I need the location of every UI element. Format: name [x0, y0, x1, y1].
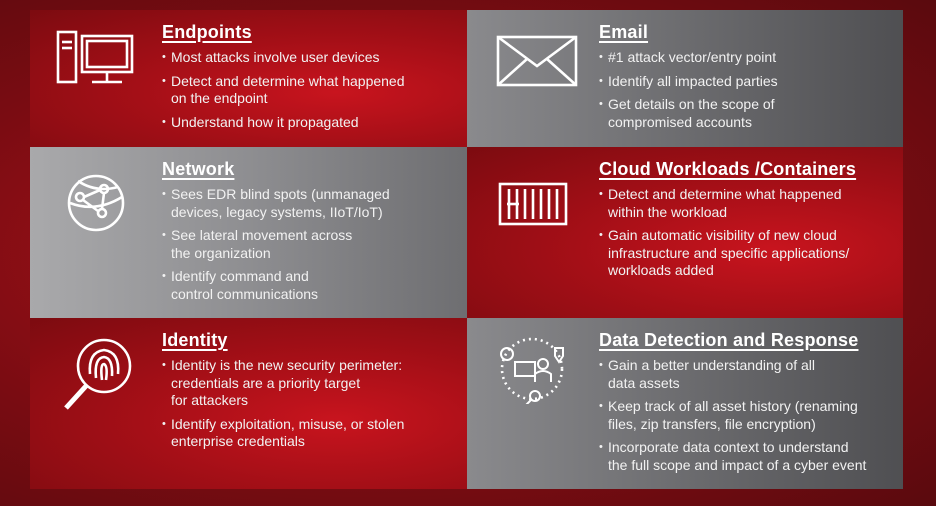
- fingerprint-magnifier-icon: [60, 334, 146, 420]
- bullet-line: credentials are a priority target: [171, 374, 361, 391]
- bullet-line: devices, legacy systems, IIoT/IoT): [171, 203, 383, 220]
- bullet-line: the full scope and impact of a cyber eve…: [608, 456, 867, 473]
- bullet: Understand how it propagated: [162, 114, 457, 132]
- panel-title: Data Detection and Response: [599, 330, 859, 350]
- bullet-line: Keep track of all asset history (renamin…: [608, 398, 858, 414]
- bullet-line: files, zip transfers, file encryption): [608, 415, 816, 432]
- bullet: Most attacks involve user devices: [162, 49, 457, 67]
- panel-content: Identity Identity is the new security pe…: [162, 330, 457, 457]
- panel-network: Network Sees EDR blind spots (unmanagedd…: [30, 147, 467, 318]
- panel-data-detection: Data Detection and Response Gain a bette…: [467, 318, 903, 489]
- panel-content: Cloud Workloads /Containers Detect and d…: [599, 159, 893, 286]
- bullet-line: Gain automatic visibility of new cloud: [608, 227, 837, 243]
- bullet: Gain automatic visibility of new cloudin…: [599, 227, 893, 280]
- bullet: Identify exploitation, misuse, or stolen…: [162, 416, 457, 451]
- bullet-line: Understand how it propagated: [171, 113, 359, 130]
- capabilities-grid: Endpoints Most attacks involve user devi…: [30, 10, 903, 489]
- bullet-line: Get details on the scope of: [608, 96, 775, 112]
- panel-content: Network Sees EDR blind spots (unmanagedd…: [162, 159, 457, 309]
- data-cycle-icon: [497, 334, 583, 420]
- bullet-line: infrastructure and specific applications…: [608, 244, 850, 261]
- panel-title: Network: [162, 159, 235, 179]
- bullet-line: Identify exploitation, misuse, or stolen: [171, 415, 405, 432]
- bullet-line: for attackers: [171, 392, 249, 408]
- panel-content: Data Detection and Response Gain a bette…: [599, 330, 893, 480]
- bullet: Identify all impacted parties: [599, 73, 893, 91]
- bullet-line: data assets: [608, 374, 680, 391]
- panel-title: Email: [599, 22, 649, 42]
- panel-content: Email #1 attack vector/entry point Ident…: [599, 22, 893, 137]
- panel-title: Cloud Workloads /Containers: [599, 159, 857, 179]
- bullet-line: Identity is the new security perimeter:: [171, 357, 403, 373]
- panel-endpoints: Endpoints Most attacks involve user devi…: [30, 10, 467, 147]
- globe-network-icon: [66, 173, 152, 259]
- bullet-line: control communications: [171, 285, 319, 302]
- bullet-line: Most attacks involve user devices: [171, 49, 380, 65]
- bullet-line: enterprise credentials: [171, 433, 305, 449]
- bullet-line: Gain a better understanding of all: [608, 357, 816, 373]
- panel-title: Identity: [162, 330, 228, 350]
- bullet-line: Sees EDR blind spots (unmanaged: [171, 186, 390, 202]
- bullet: Incorporate data context to understandth…: [599, 439, 893, 474]
- bullet-line: Detect and determine what happened: [608, 186, 842, 202]
- computer-icon: [54, 28, 140, 114]
- container-icon: [497, 181, 583, 267]
- bullet-line: Identify command and: [171, 268, 309, 284]
- panel-content: Endpoints Most attacks involve user devi…: [162, 22, 457, 137]
- bullet: Detect and determine what happenedwithin…: [599, 186, 893, 221]
- bullet-line: Incorporate data context to understand: [608, 439, 849, 455]
- bullet-line: the organization: [171, 244, 271, 261]
- bullet: Sees EDR blind spots (unmanageddevices, …: [162, 186, 457, 221]
- bullet-line: workloads added: [608, 262, 714, 278]
- panel-cloud-workloads: Cloud Workloads /Containers Detect and d…: [467, 147, 903, 318]
- panel-email: Email #1 attack vector/entry point Ident…: [467, 10, 903, 147]
- bullet: Identity is the new security perimeter:c…: [162, 357, 457, 410]
- bullet: Keep track of all asset history (renamin…: [599, 398, 893, 433]
- panel-title: Endpoints: [162, 22, 252, 42]
- bullet-line: Identify all impacted parties: [608, 72, 778, 89]
- bullet-line: See lateral movement across: [171, 227, 353, 243]
- bullet-line: #1 attack vector/entry point: [608, 49, 777, 65]
- bullet-line: Detect and determine what happened: [171, 72, 405, 89]
- bullet-line: compromised accounts: [608, 113, 752, 130]
- bullet-line: on the endpoint: [171, 90, 268, 106]
- bullet: #1 attack vector/entry point: [599, 49, 893, 67]
- envelope-icon: [495, 34, 581, 120]
- bullet-line: within the workload: [608, 203, 728, 220]
- panel-identity: Identity Identity is the new security pe…: [30, 318, 467, 489]
